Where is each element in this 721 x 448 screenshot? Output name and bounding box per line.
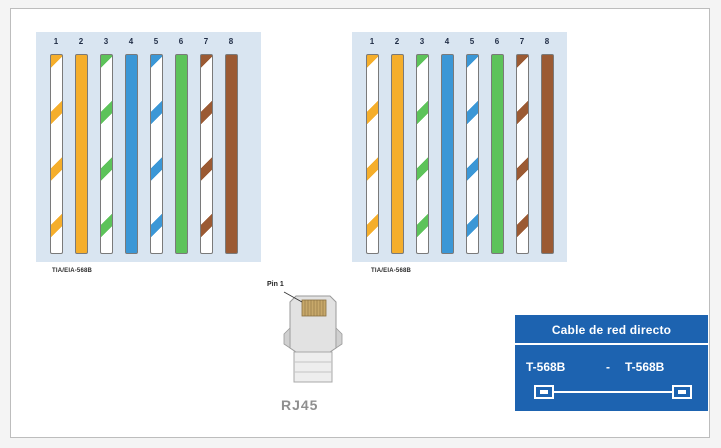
right-pin-number: 7 bbox=[519, 37, 525, 46]
left-wire-white-blue bbox=[150, 54, 163, 254]
left-wire-white-orange bbox=[50, 54, 63, 254]
right-standard-label: TIA/EIA-568B bbox=[371, 268, 412, 274]
right-pin-number: 3 bbox=[419, 37, 425, 46]
right-wiring-panel: 1 2 3 4 5 6 7 8 bbox=[352, 32, 567, 262]
cable-separator: - bbox=[606, 360, 610, 374]
right-wire-brown bbox=[541, 54, 554, 254]
pin1-label: Pin 1 bbox=[267, 281, 284, 288]
left-pin-number: 5 bbox=[153, 37, 159, 46]
right-wire-white-brown bbox=[516, 54, 529, 254]
left-wire-white-brown bbox=[200, 54, 213, 254]
right-wire-white-blue bbox=[466, 54, 479, 254]
cable-type-box: Cable de red directo T-568B - T-568B bbox=[515, 315, 708, 411]
right-wire-green bbox=[491, 54, 504, 254]
cable-box-title: Cable de red directo bbox=[551, 323, 672, 337]
right-pin-number: 6 bbox=[494, 37, 500, 46]
rj45-connector-icon bbox=[283, 291, 343, 383]
left-standard-label: TIA/EIA-568B bbox=[52, 268, 93, 274]
right-wire-orange bbox=[391, 54, 404, 254]
cable-right-standard: T-568B bbox=[625, 360, 665, 374]
right-pin-number: 1 bbox=[369, 37, 375, 46]
left-pin-number: 6 bbox=[178, 37, 184, 46]
left-pin-number: 8 bbox=[228, 37, 234, 46]
left-wire-brown bbox=[225, 54, 238, 254]
right-wire-white-orange bbox=[366, 54, 379, 254]
right-pin-number: 5 bbox=[469, 37, 475, 46]
right-wire-white-green bbox=[416, 54, 429, 254]
cable-box-divider bbox=[515, 343, 708, 345]
right-pin-number: 8 bbox=[544, 37, 550, 46]
right-pin-number: 2 bbox=[394, 37, 400, 46]
left-wire-green bbox=[175, 54, 188, 254]
left-wire-blue bbox=[125, 54, 138, 254]
left-pin-number: 7 bbox=[203, 37, 209, 46]
left-pin-number: 1 bbox=[53, 37, 59, 46]
rj45-label: RJ45 bbox=[281, 397, 319, 413]
cable-left-standard: T-568B bbox=[526, 360, 566, 374]
left-pin-number: 4 bbox=[128, 37, 134, 46]
left-wiring-panel: 1 2 3 4 5 6 7 8 bbox=[36, 32, 261, 262]
left-wire-white-green bbox=[100, 54, 113, 254]
straight-cable-icon bbox=[534, 385, 692, 399]
left-wire-orange bbox=[75, 54, 88, 254]
right-wire-blue bbox=[441, 54, 454, 254]
left-pin-number: 3 bbox=[103, 37, 109, 46]
left-pin-number: 2 bbox=[78, 37, 84, 46]
right-pin-number: 4 bbox=[444, 37, 450, 46]
